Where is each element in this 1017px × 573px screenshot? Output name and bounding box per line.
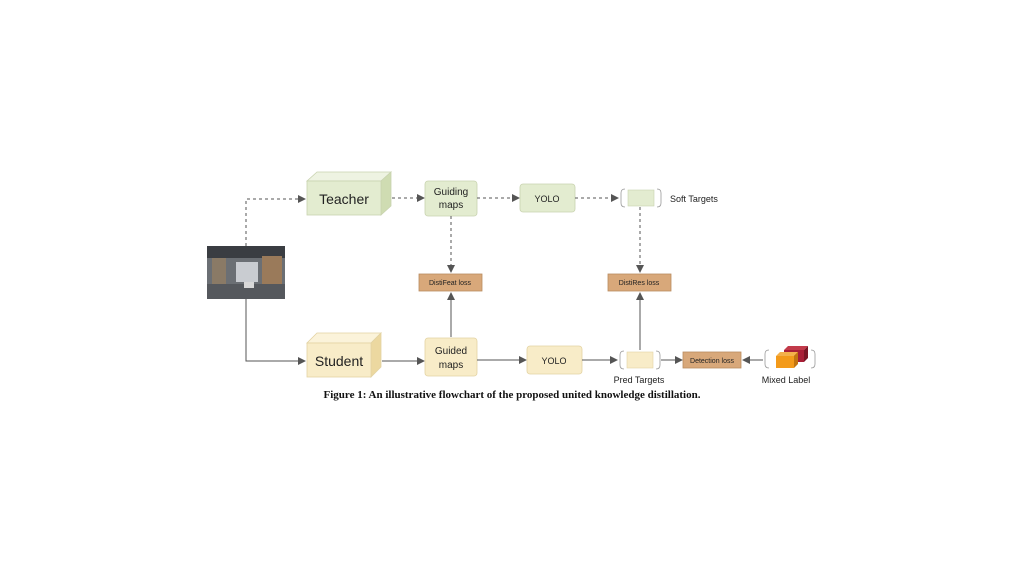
yolo-top-box: YOLO bbox=[519, 183, 576, 213]
teacher-label: Teacher bbox=[319, 191, 369, 207]
distires-loss-label: DistiRes loss bbox=[619, 280, 660, 287]
guided-maps-label-2: maps bbox=[439, 360, 463, 371]
guiding-maps-label-2: maps bbox=[439, 200, 463, 211]
distifeat-loss-label: DistiFeat loss bbox=[429, 280, 472, 287]
pred-targets-label: Pred Targets bbox=[614, 375, 665, 385]
distifeat-loss-box: DistiFeat loss bbox=[418, 273, 483, 292]
mixed-label-icon bbox=[764, 346, 816, 369]
arrow-image-to-student bbox=[245, 299, 306, 365]
detection-loss-box: Detection loss bbox=[682, 351, 742, 369]
soft-targets-icon bbox=[620, 188, 662, 208]
figure-caption: Figure 1: An illustrative flowchart of t… bbox=[324, 389, 701, 401]
input-image bbox=[207, 246, 285, 299]
distires-loss-box: DistiRes loss bbox=[607, 273, 672, 292]
arrow-image-to-teacher bbox=[245, 195, 306, 246]
soft-targets-label: Soft Targets bbox=[670, 194, 718, 204]
yolo-bottom-box: YOLO bbox=[526, 345, 583, 375]
student-label: Student bbox=[315, 353, 363, 369]
guiding-maps-box: Guiding maps bbox=[424, 180, 478, 217]
yolo-top-label: YOLO bbox=[534, 194, 559, 204]
yolo-bottom-label: YOLO bbox=[541, 356, 566, 366]
detection-loss-label: Detection loss bbox=[690, 358, 734, 365]
guided-maps-box: Guided maps bbox=[424, 337, 478, 377]
mixed-label-label: Mixed Label bbox=[762, 375, 811, 385]
guided-maps-label-1: Guided bbox=[435, 346, 467, 357]
pred-targets-icon bbox=[619, 350, 661, 370]
student-box: Student bbox=[306, 332, 382, 378]
guiding-maps-label-1: Guiding bbox=[434, 187, 468, 198]
teacher-box: Teacher bbox=[305, 171, 393, 216]
